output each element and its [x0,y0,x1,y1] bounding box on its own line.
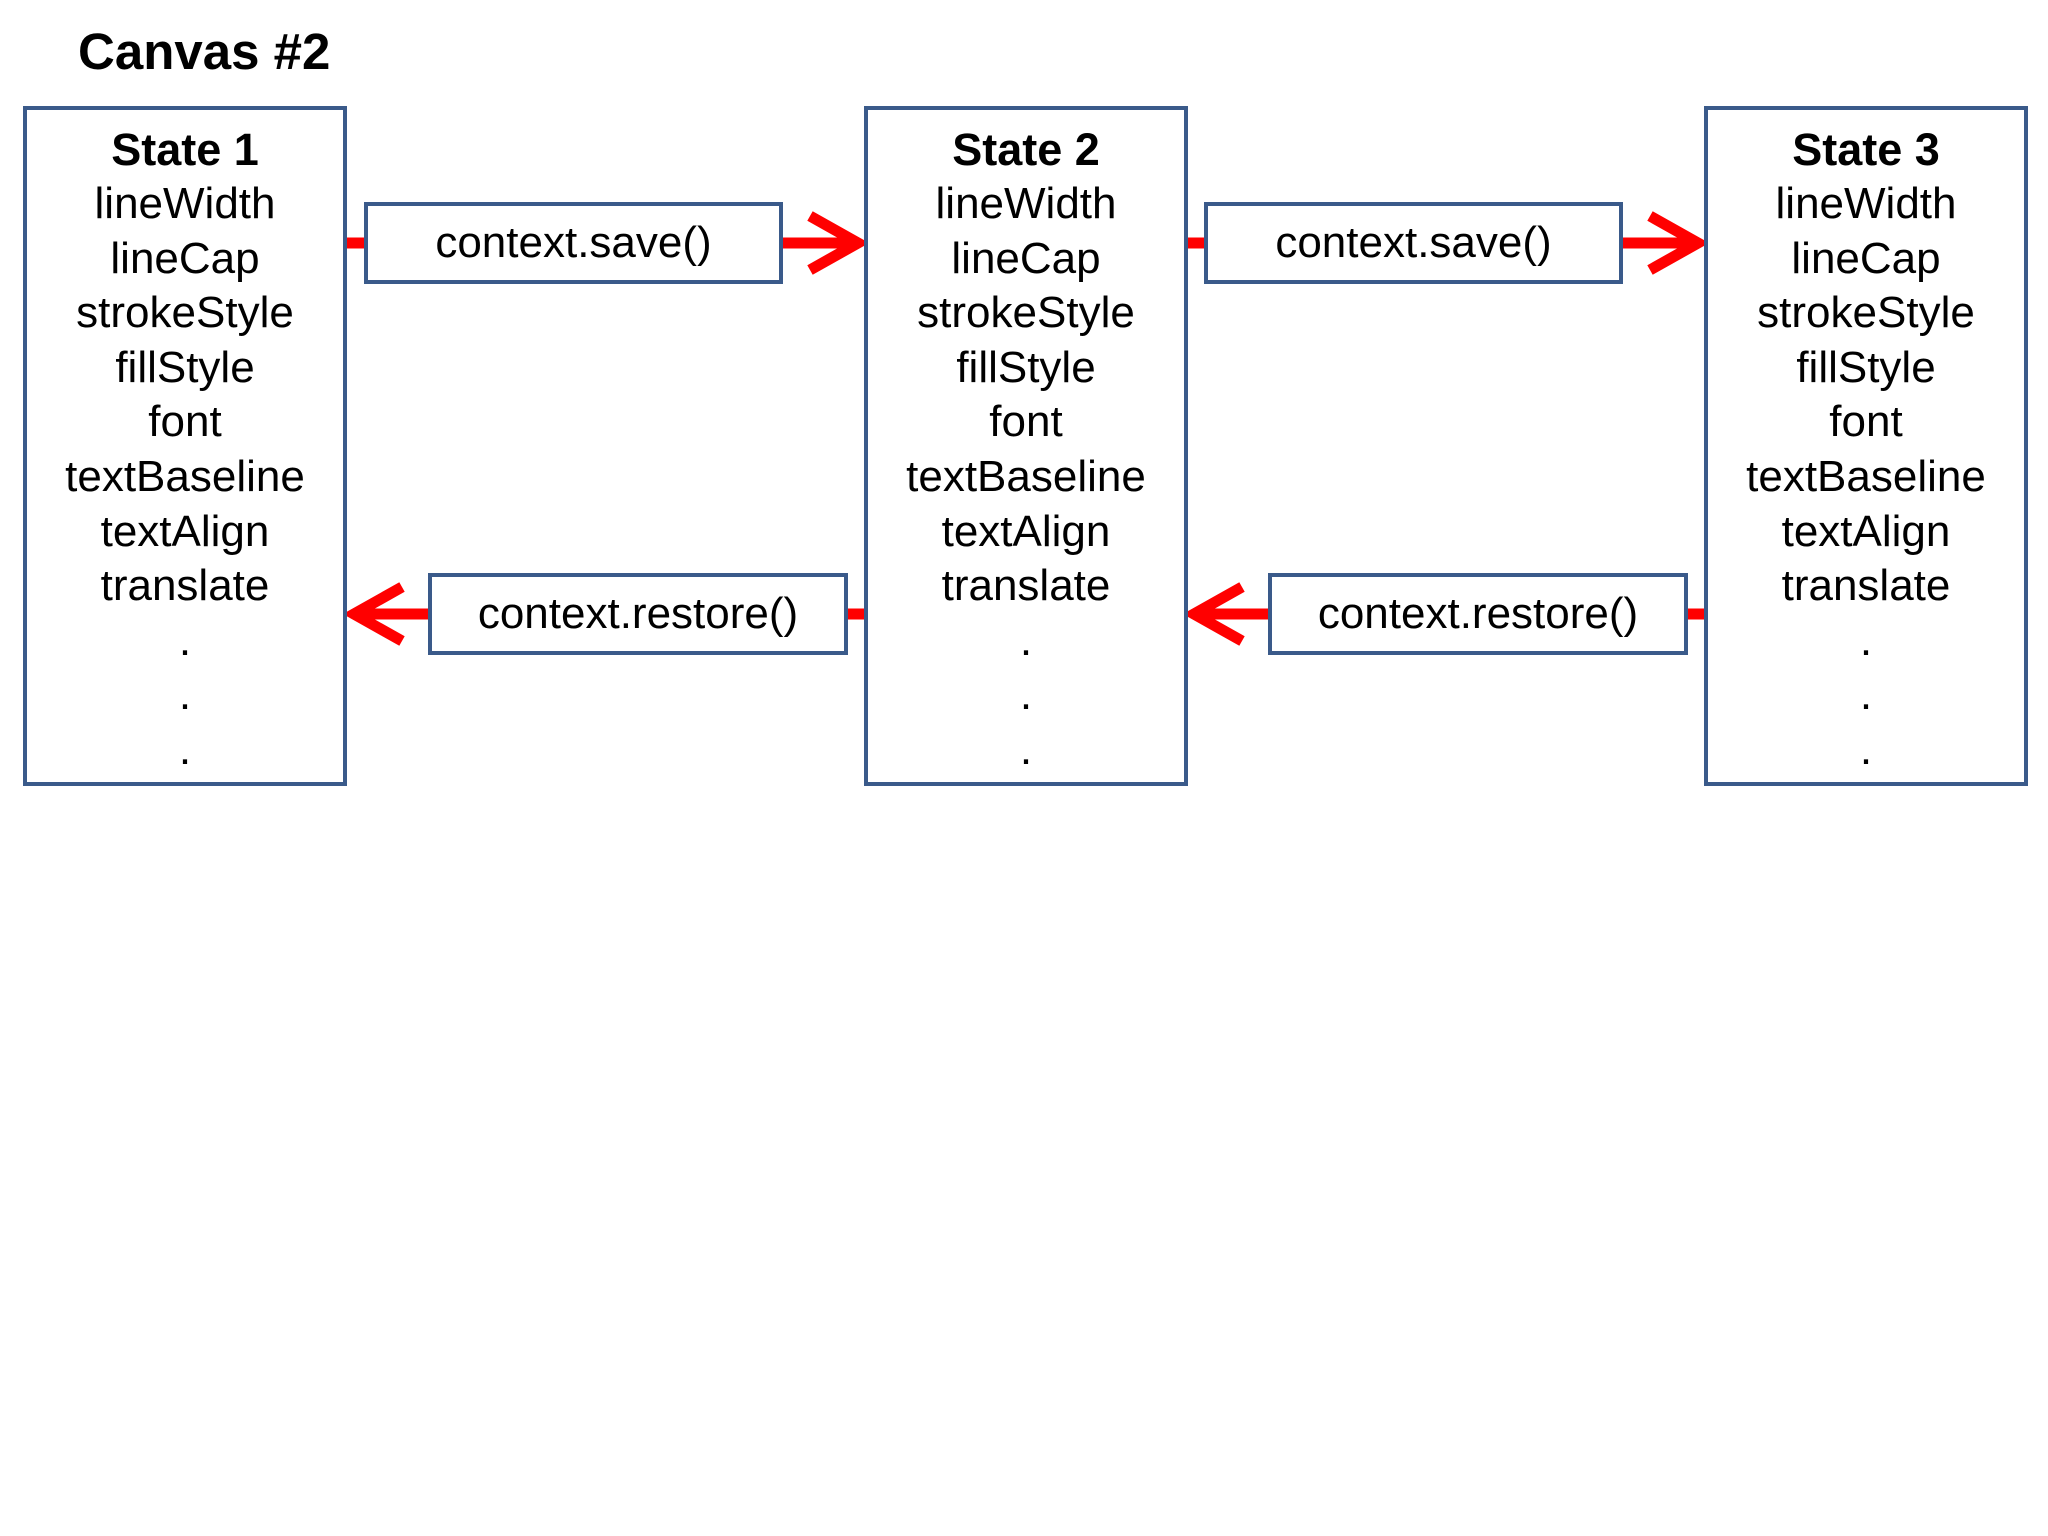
ellipsis-dot: . [178,724,192,774]
ellipsis-dot: . [1019,615,1033,665]
restore-operation-box: context.restore() [1268,573,1688,655]
state-box-1: State 1 lineWidth lineCap strokeStyle fi… [23,106,347,786]
property-item: fillStyle [956,342,1096,392]
property-item: strokeStyle [1757,288,1975,338]
ellipsis-dot: . [1019,670,1033,720]
property-item: lineWidth [935,179,1117,228]
state-title: State 1 [111,124,259,175]
property-item: font [1829,397,1903,447]
save-operation-box: context.save() [364,202,783,284]
save-operation-box: context.save() [1204,202,1623,284]
property-item: textAlign [100,506,270,556]
property-item: lineCap [1791,233,1941,283]
ellipsis-dot: . [1859,670,1873,720]
ellipsis-dot: . [1859,724,1873,774]
ellipsis-dot: . [1859,615,1873,665]
canvas-title: Canvas #2 [78,23,331,80]
property-item: lineCap [110,233,260,283]
ellipsis-dot: . [178,615,192,665]
property-item: fillStyle [115,342,255,392]
property-item: strokeStyle [917,288,1135,338]
state-title: State 2 [952,124,1100,175]
ellipsis-dot: . [178,670,192,720]
property-item: lineWidth [94,179,276,228]
state-box-2: State 2 lineWidth lineCap strokeStyle fi… [864,106,1188,786]
property-list: lineWidth lineCap strokeStyle fillStyle … [27,177,343,778]
state-box-3: State 3 lineWidth lineCap strokeStyle fi… [1704,106,2028,786]
property-item: textBaseline [65,451,305,501]
ellipsis-dot: . [1019,724,1033,774]
save-arrow-1-head [807,211,870,275]
property-item: translate [941,561,1111,611]
property-item: strokeStyle [76,288,294,338]
property-item: translate [100,561,270,611]
restore-operation-box: context.restore() [428,573,848,655]
property-list: lineWidth lineCap strokeStyle fillStyle … [1708,177,2024,778]
save-arrow-2-head [1647,211,1710,275]
property-item: font [148,397,222,447]
property-item: lineWidth [1775,179,1957,228]
property-list: lineWidth lineCap strokeStyle fillStyle … [868,177,1184,778]
state-title: State 3 [1792,124,1940,175]
property-item: font [989,397,1063,447]
property-item: textBaseline [1746,451,1986,501]
property-item: lineCap [951,233,1101,283]
restore-arrow-1-head [342,582,405,646]
property-item: textAlign [941,506,1111,556]
property-item: textBaseline [906,451,1146,501]
property-item: fillStyle [1796,342,1936,392]
restore-arrow-2-head [1182,582,1245,646]
property-item: translate [1781,561,1951,611]
property-item: textAlign [1781,506,1951,556]
